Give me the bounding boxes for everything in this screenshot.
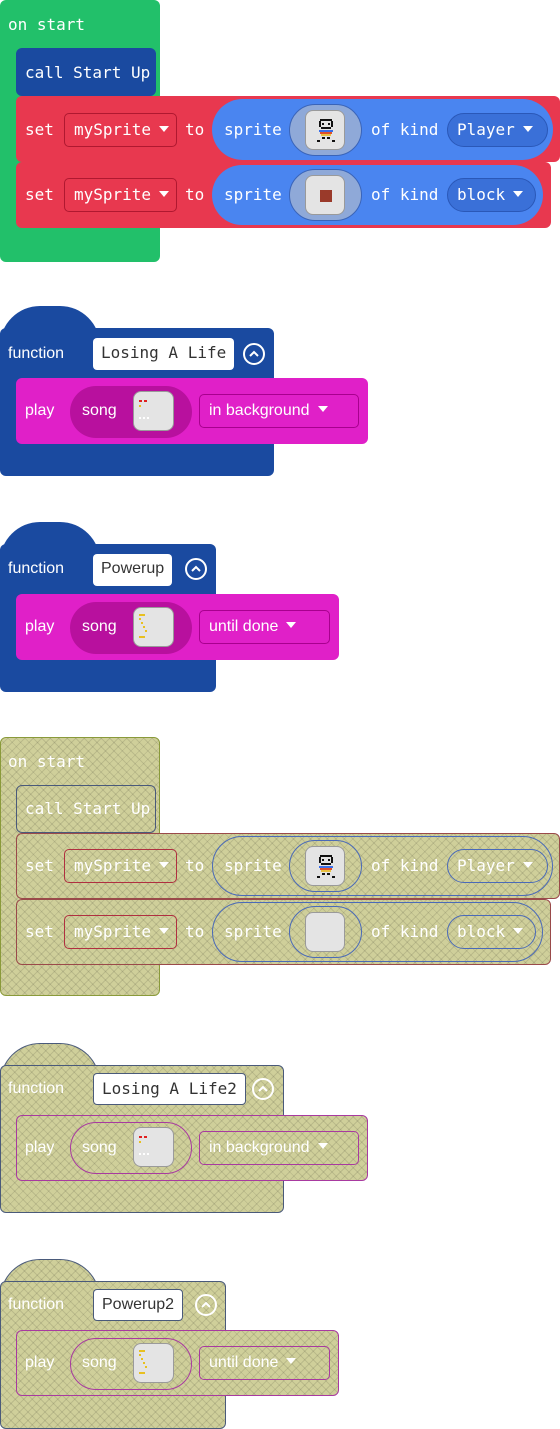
variable-dropdown-label: mySprite [74, 922, 152, 941]
call-start-up-label: call Start Up [25, 63, 151, 82]
set-label: set [25, 856, 54, 875]
block-sprite-image[interactable] [305, 175, 345, 215]
kind-dropdown[interactable]: block [447, 915, 536, 949]
kind-dropdown-label: Player [457, 856, 515, 875]
song-image[interactable] [133, 1343, 174, 1383]
chevron-up-circle-icon[interactable] [243, 343, 265, 365]
chevron-down-icon [522, 861, 533, 868]
player-sprite-image[interactable] [305, 846, 345, 886]
variable-dropdown[interactable]: mySprite [64, 849, 177, 883]
kind-dropdown[interactable]: Player [447, 113, 548, 147]
to-label: to [185, 856, 205, 875]
block-sprite-icon [320, 190, 332, 202]
set-label: set [25, 120, 54, 139]
sprite-label: sprite [224, 856, 282, 875]
song-label: song [82, 618, 117, 635]
player-sprite-icon [317, 855, 335, 878]
call-start-up-label: call Start Up [25, 799, 151, 818]
song-mode-dropdown[interactable]: in background [199, 394, 359, 428]
music-notes-icon [139, 614, 147, 638]
song-image[interactable] [133, 607, 174, 647]
of-kind-label: of kind [371, 922, 439, 941]
kind-dropdown-label: block [457, 922, 506, 941]
to-label: to [185, 185, 205, 204]
of-kind-label: of kind [371, 856, 439, 875]
sprite-image-slot[interactable] [289, 906, 362, 958]
set-label: set [25, 185, 54, 204]
song-label: song [82, 1354, 117, 1371]
song-mode-label: in background [209, 1139, 310, 1156]
function-name-field[interactable]: Powerup2 [93, 1289, 184, 1321]
song-mode-label: in background [209, 402, 310, 419]
chevron-down-icon [159, 927, 170, 934]
music-notes-icon [139, 400, 149, 419]
chevron-up-circle-icon[interactable] [185, 558, 207, 580]
block-sprite-image[interactable] [305, 912, 345, 952]
kind-dropdown[interactable]: Player [447, 849, 548, 883]
function-name-field[interactable]: Losing A Life2 [93, 1073, 246, 1105]
chevron-down-icon [522, 125, 533, 132]
chevron-up-circle-icon[interactable] [195, 1294, 217, 1316]
chevron-down-icon [317, 1142, 328, 1149]
music-notes-icon [139, 1136, 149, 1155]
song-block[interactable] [70, 1338, 192, 1390]
chevron-down-icon [317, 405, 328, 412]
sprite-of-kind-block[interactable] [212, 836, 553, 896]
song-label: song [82, 1139, 117, 1156]
song-block[interactable] [70, 1122, 192, 1174]
chevron-down-icon [286, 1357, 297, 1364]
on-start-label: on start [8, 752, 86, 771]
kind-dropdown[interactable]: block [447, 178, 536, 212]
variable-dropdown[interactable]: mySprite [64, 178, 177, 212]
chevron-down-icon [513, 190, 524, 197]
variable-dropdown-label: mySprite [74, 185, 152, 204]
song-label: song [82, 402, 117, 419]
on-start-label: on start [8, 15, 86, 34]
play-label: play [25, 1354, 55, 1371]
song-mode-dropdown[interactable]: until done [199, 1346, 330, 1380]
chevron-up-circle-icon[interactable] [252, 1078, 274, 1100]
song-mode-dropdown[interactable]: until done [199, 610, 330, 644]
chevron-down-icon [159, 190, 170, 197]
kind-dropdown-label: Player [457, 120, 515, 139]
function-label: function [8, 1296, 65, 1313]
play-label: play [25, 402, 55, 419]
sprite-label: sprite [224, 185, 282, 204]
song-mode-label: until done [209, 1354, 279, 1371]
chevron-down-icon [159, 861, 170, 868]
song-mode-label: until done [209, 618, 279, 635]
play-label: play [25, 1139, 55, 1156]
call-start-up-block[interactable] [16, 48, 156, 96]
chevron-down-icon [513, 927, 524, 934]
chevron-down-icon [159, 125, 170, 132]
kind-dropdown-label: block [457, 185, 506, 204]
variable-dropdown[interactable]: mySprite [64, 113, 177, 147]
chevron-down-icon [286, 621, 297, 628]
function-name-field[interactable]: Powerup [93, 554, 173, 586]
of-kind-label: of kind [371, 185, 439, 204]
player-sprite-image[interactable] [305, 110, 345, 150]
function-label: function [8, 345, 65, 362]
of-kind-label: of kind [371, 120, 439, 139]
to-label: to [185, 120, 205, 139]
set-label: set [25, 922, 54, 941]
play-label: play [25, 618, 55, 635]
sprite-label: sprite [224, 120, 282, 139]
function-name-field[interactable]: Losing A Life [93, 338, 235, 370]
song-mode-dropdown[interactable]: in background [199, 1131, 359, 1165]
variable-dropdown-label: mySprite [74, 120, 152, 139]
song-image[interactable] [133, 391, 174, 431]
music-notes-icon [139, 1350, 147, 1374]
call-start-up-block[interactable] [16, 785, 156, 833]
to-label: to [185, 922, 205, 941]
song-image[interactable] [133, 1127, 174, 1167]
function-label: function [8, 560, 65, 577]
variable-dropdown[interactable]: mySprite [64, 915, 177, 949]
sprite-image-slot[interactable] [289, 840, 362, 892]
function-label: function [8, 1080, 65, 1097]
variable-dropdown-label: mySprite [74, 856, 152, 875]
sprite-label: sprite [224, 922, 282, 941]
player-sprite-icon [317, 119, 335, 142]
sprite-of-kind-block[interactable] [212, 902, 543, 962]
